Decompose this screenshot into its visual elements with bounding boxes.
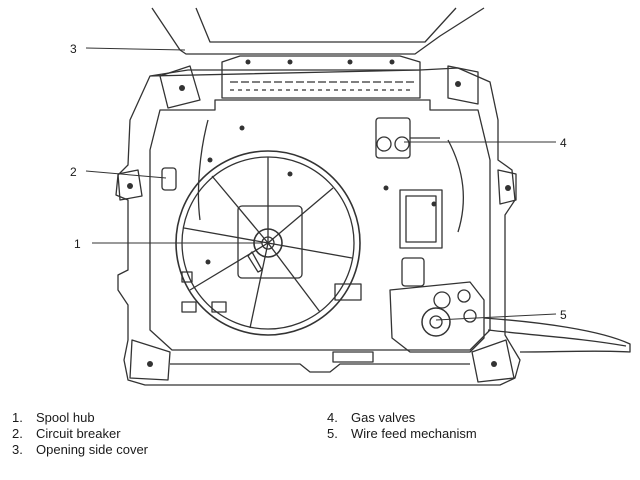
bumper-mid-right	[497, 169, 517, 205]
bumper-top-right	[447, 65, 479, 105]
internal-wire-right	[447, 139, 465, 233]
welder-diagram: 1 2 3 4 5	[70, 7, 631, 386]
internal-wire-left	[197, 119, 209, 221]
base-rail	[170, 363, 470, 373]
terminal-block	[334, 283, 362, 301]
screws	[127, 59, 511, 367]
spool-hub-plate	[237, 205, 303, 279]
base-slot	[332, 351, 374, 363]
vent-frame	[221, 69, 421, 99]
legend-item-circuit-breaker: 2. Circuit breaker	[12, 426, 121, 441]
wire-feed-frame	[389, 281, 485, 353]
legend-item-wire-feed-mechanism: 5. Wire feed mechanism	[327, 426, 477, 441]
panel-label-a	[181, 301, 197, 313]
bumper-mid-left	[117, 169, 143, 201]
callout-5: 5	[560, 308, 567, 322]
gas-valve-2	[394, 136, 410, 152]
leader-line-5	[435, 313, 557, 321]
feed-roller-main	[421, 307, 451, 337]
legend-right: 4. Gas valves 5. Wire feed mechanism	[327, 410, 477, 442]
legend-left: 1. Spool hub 2. Circuit breaker 3. Openi…	[12, 410, 148, 458]
hinge-bar	[221, 55, 421, 70]
feed-roller-upper	[433, 291, 451, 309]
wire-feed-motor	[401, 257, 425, 287]
callout-1: 1	[74, 237, 81, 251]
legend-item-opening-side-cover: 3. Opening side cover	[12, 442, 149, 457]
bumper-bottom-right	[471, 339, 515, 383]
legend-item-gas-valves: 4. Gas valves	[327, 410, 416, 425]
callout-3: 3	[70, 42, 77, 56]
callout-4: 4	[560, 136, 567, 150]
legend-item-spool-hub: 1. Spool hub	[12, 410, 95, 425]
torch-cable	[483, 317, 631, 353]
side-cover-outline	[151, 7, 485, 55]
control-board	[399, 189, 443, 249]
leader-line-2	[85, 170, 167, 179]
panel-label-c	[181, 271, 193, 283]
housing-inner	[149, 99, 491, 351]
bumper-bottom-left	[129, 339, 171, 381]
housing-outline	[115, 67, 521, 386]
panel-label-b	[211, 301, 227, 313]
leader-line-3	[85, 47, 186, 51]
gas-valve-1	[376, 136, 392, 152]
side-cover-inner	[195, 7, 457, 43]
callout-2: 2	[70, 165, 77, 179]
circuit-breaker	[161, 167, 177, 191]
spool-hub-clip	[247, 251, 263, 273]
bumper-top-left	[159, 65, 201, 109]
